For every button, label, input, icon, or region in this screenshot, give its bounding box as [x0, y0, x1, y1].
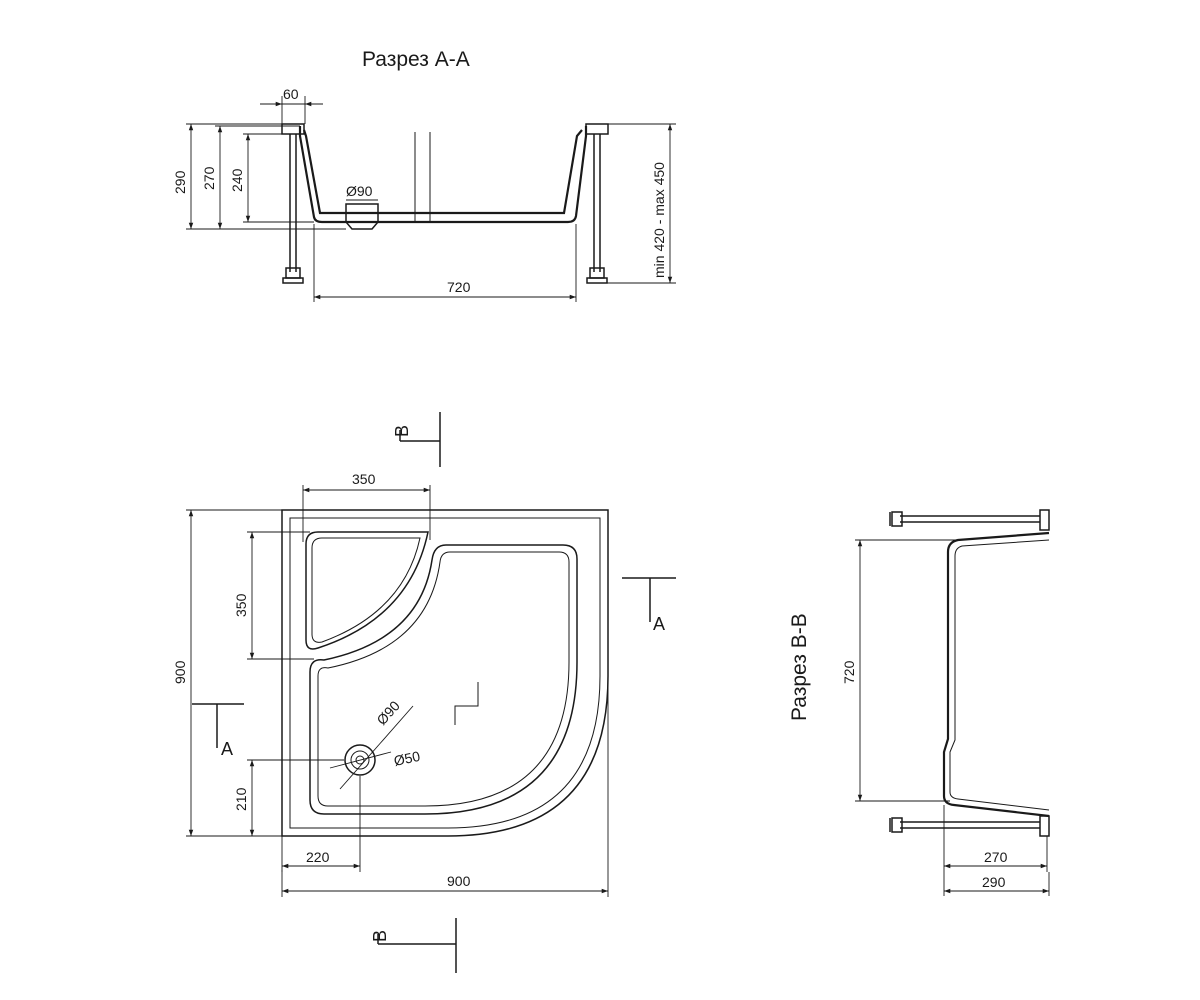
plan-basin	[309, 544, 578, 815]
section-marker-b-top: В	[392, 412, 441, 467]
section-marker-b-top-label: В	[392, 425, 412, 437]
dim-rim-width-label: 60	[283, 86, 299, 102]
dim-drain-offset-x-label: 220	[306, 849, 330, 865]
dim-drain-offset-y: 210	[233, 759, 344, 836]
dim-bb-depth-290-label: 290	[982, 874, 1006, 890]
dim-seat-width-label: 350	[352, 471, 376, 487]
dim-overall-width: 900	[281, 676, 609, 897]
dim-inner-width-label: 720	[447, 279, 471, 295]
plan-view: Ø90 Ø50 350 350 900 210	[172, 412, 676, 973]
dim-heights: 290 270 240	[172, 123, 346, 230]
dim-overall-width-label: 900	[447, 873, 471, 889]
section-aa-title: Разрез А-А	[362, 48, 470, 71]
section-bb-view: Разрез В-В 720 27	[788, 509, 1050, 896]
dim-seat-width: 350	[302, 471, 431, 542]
section-bb-title: Разрез В-В	[788, 613, 811, 721]
section-aa-view: Разрез А-А 60	[172, 48, 676, 302]
dim-bb-depth-290: 290	[943, 872, 1050, 896]
plan-drain	[329, 705, 414, 790]
dim-drain-diameter: Ø90	[346, 183, 378, 201]
dim-height-240-label: 240	[229, 168, 245, 192]
section-marker-b-bottom: В	[370, 918, 457, 973]
dim-seat-depth-label: 350	[233, 593, 249, 617]
dim-bb-inner-length: 720	[841, 539, 955, 802]
section-marker-a-right: А	[622, 577, 676, 634]
dim-overall-depth: 900	[172, 509, 282, 837]
section-marker-a-left-label: А	[221, 739, 233, 759]
section-marker-b-bottom-label: В	[370, 930, 390, 942]
dim-height-270-label: 270	[201, 166, 217, 190]
dim-bb-inner-length-label: 720	[841, 660, 857, 684]
dim-bb-depth-270: 270	[943, 805, 1048, 872]
dim-total-height-label: 290	[172, 170, 188, 194]
plan-drain-inner-label: Ø50	[392, 748, 421, 769]
section-marker-a-left: А	[192, 703, 244, 759]
plan-drain-outer-label: Ø90	[373, 697, 403, 728]
dim-drain-offset-y-label: 210	[233, 787, 249, 811]
dim-rim-width: 60	[260, 86, 323, 124]
slope-mark	[454, 682, 479, 725]
dim-leg-height-label: min 420 - max 450	[651, 162, 667, 278]
dim-bb-depth-270-label: 270	[984, 849, 1008, 865]
section-aa-tray	[281, 123, 609, 284]
plan-rim-edge	[289, 517, 601, 829]
dim-inner-width: 720	[313, 224, 577, 302]
section-bb-tray	[889, 509, 1050, 837]
dim-drain-diameter-label: Ø90	[346, 183, 373, 199]
dim-seat-depth: 350	[233, 531, 314, 660]
dim-leg-height: min 420 - max 450	[607, 123, 676, 284]
dim-overall-depth-label: 900	[172, 660, 188, 684]
dim-drain-offset-x: 220	[281, 776, 361, 872]
plan-seat	[305, 531, 429, 650]
plan-outer-outline	[281, 509, 609, 837]
section-marker-a-right-label: А	[653, 614, 665, 634]
